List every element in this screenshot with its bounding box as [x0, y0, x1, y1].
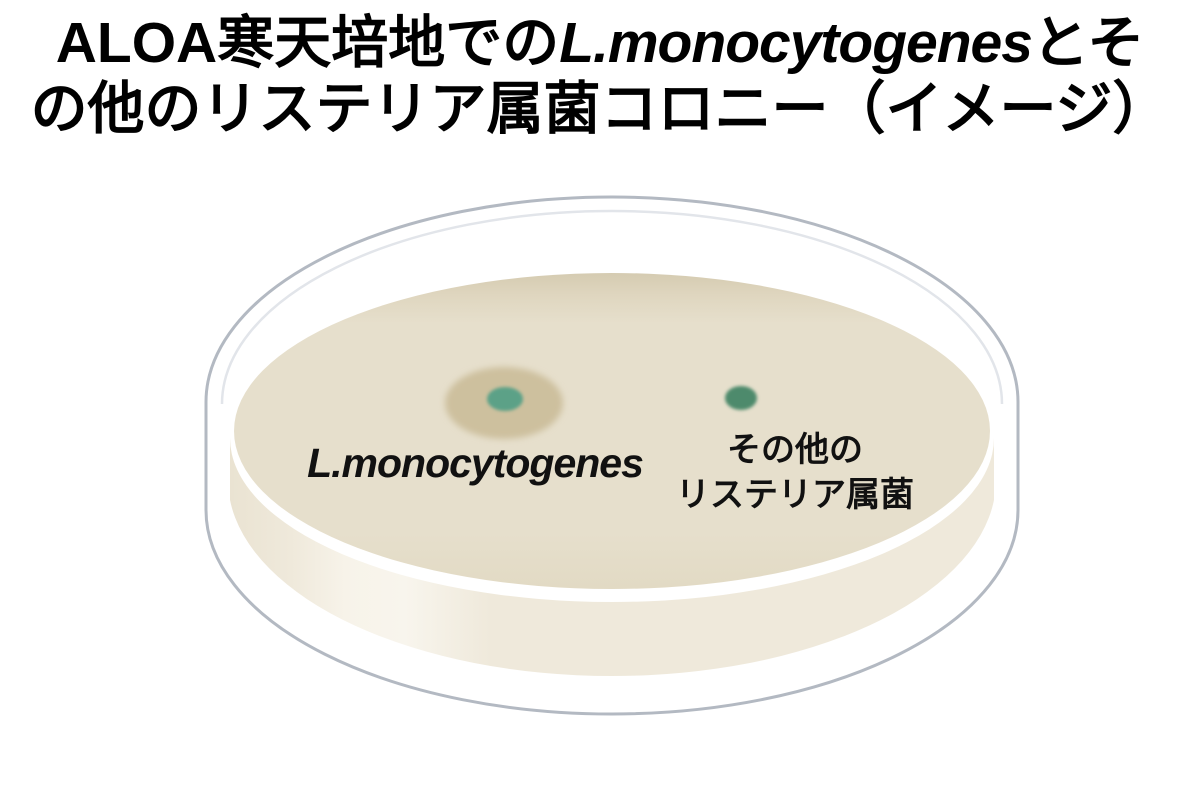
- other-listeria-label-line2: リステリア属菌: [676, 475, 914, 514]
- agar-surface: [234, 273, 990, 589]
- lmono-colony-label: L.monocytogenes: [307, 440, 644, 486]
- other-listeria-colony: [725, 386, 757, 410]
- title-line2: の他のリステリア属菌コロニー（イメージ）: [30, 77, 1170, 142]
- title-line1-trailing: とそ: [1031, 11, 1145, 75]
- title-species-name: L.monocytogenes: [559, 11, 1033, 75]
- lmono-colony-center: [487, 387, 523, 411]
- dish-inner-rim-line: [220, 209, 1004, 405]
- title-line1-leading: ALOA寒天培地での: [55, 11, 560, 75]
- other-listeria-label: その他の リステリア属菌: [676, 428, 914, 518]
- figure-title: ALOA寒天培地でのL.monocytogenesとそ の他のリステリア属菌コロ…: [0, 10, 1200, 142]
- other-listeria-label-line1: その他の: [727, 431, 863, 469]
- agar-side-wall: [230, 438, 994, 677]
- title-line1: ALOA寒天培地でのL.monocytogenesとそ: [0, 10, 1200, 76]
